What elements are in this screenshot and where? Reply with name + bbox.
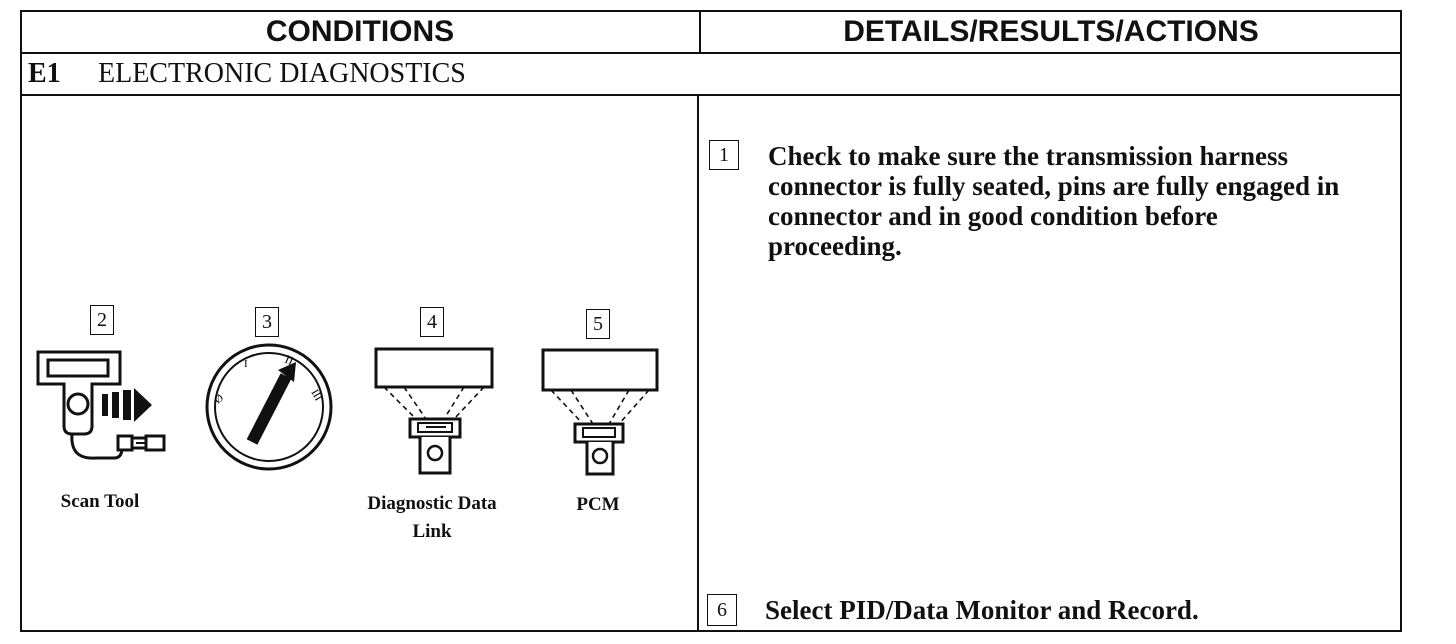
section-divider	[20, 94, 1402, 96]
step-number-3: 3	[255, 307, 279, 337]
section-heading: E1 ELECTRONIC DIAGNOSTICS	[28, 56, 466, 92]
scan-tool-icon	[36, 350, 166, 460]
step-number-4: 4	[420, 307, 444, 337]
dial-label-1: I	[244, 358, 248, 370]
ignition-key-icon: Ø I II III	[205, 343, 333, 471]
pcm-connector-icon	[541, 348, 659, 476]
step-1-line-4: proceeding.	[768, 231, 902, 261]
diagnostic-data-link-icon	[374, 347, 494, 475]
step-1-line-3: connector and in good condition before	[768, 201, 1218, 231]
diagnostic-data-link-caption-line2: Link	[412, 521, 452, 542]
step-number-5: 5	[586, 309, 610, 339]
header-divider	[20, 52, 1402, 54]
procedure-table	[20, 10, 1402, 632]
pcm-caption: PCM	[576, 494, 620, 515]
step-number-2: 2	[90, 305, 114, 335]
section-code: E1	[28, 58, 61, 89]
conditions-header: CONDITIONS	[265, 15, 455, 48]
step-1-line-1: Check to make sure the transmission harn…	[768, 141, 1289, 171]
diagnostic-data-link-caption-line1: Diagnostic Data	[367, 493, 497, 514]
step-6-text: Select PID/Data Monitor and Record.	[765, 595, 1199, 625]
scan-tool-caption: Scan Tool	[60, 491, 140, 512]
section-title: ELECTRONIC DIAGNOSTICS	[98, 58, 466, 89]
header-column-divider	[699, 10, 701, 54]
details-header: DETAILS/RESULTS/ACTIONS	[843, 15, 1259, 48]
diagnostic-data-link-caption: Diagnostic Data Link	[352, 490, 512, 546]
body-column-divider	[697, 94, 699, 632]
step-number-6: 6	[707, 594, 737, 626]
step-number-1: 1	[709, 140, 739, 170]
step-1-line-2: connector is fully seated, pins are full…	[768, 171, 1340, 201]
step-1-text: Check to make sure the transmission harn…	[768, 141, 1388, 261]
